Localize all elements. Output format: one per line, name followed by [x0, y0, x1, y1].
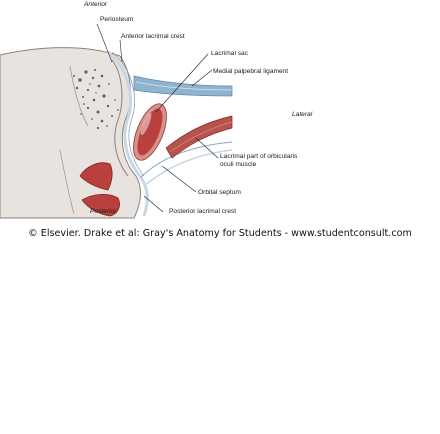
label-lateral: Lateral: [292, 111, 313, 118]
leader-posterior-lacrimal-crest: [143, 195, 164, 213]
leader-medial-palpebral-ligament: [191, 69, 213, 87]
labels: Anterior Periosteum Anterior lacrimal cr…: [83, 1, 313, 215]
leader-periosteum: [96, 23, 113, 63]
label-orbital-septum: Orbital septum: [198, 189, 241, 196]
lacrimal-sac-highlight: [140, 112, 152, 136]
lacrimal-sac-body: [137, 108, 163, 156]
label-anterior: Anterior: [83, 1, 108, 8]
label-posterior: Posterior: [90, 208, 117, 215]
leader-lines: [96, 23, 219, 213]
orbital-septum-line-2: [143, 149, 233, 187]
label-posterior-lacrimal-crest: Posterior lacrimal crest: [169, 208, 236, 215]
label-periosteum: Periosteum: [100, 16, 134, 23]
periosteum-line: [107, 50, 149, 217]
periosteum-layer: [107, 50, 233, 217]
orbicularis-muscle-band: [165, 115, 233, 159]
bone-region: [0, 47, 141, 219]
ligament-band: [133, 75, 233, 97]
leader-orbital-septum: [161, 165, 197, 193]
copyright-credit: © Elsevier. Drake et al: Gray's Anatomy …: [28, 228, 412, 239]
label-lacrimal-part-orbicularis-2: oculi muscle: [220, 161, 257, 168]
label-lacrimal-sac: Lacrimal sac: [211, 50, 249, 57]
label-medial-palpebral-ligament: Medial palpebral ligament: [213, 68, 288, 75]
bone-speckles: [73, 69, 119, 130]
ethmoid-air-cell-upper: [79, 162, 113, 191]
cortical-bone-line-inner: [69, 65, 89, 127]
leader-lacrimal-part-orbicularis: [195, 137, 219, 159]
orbicularis-fiber: [169, 121, 233, 153]
bone-ridge-left: [59, 149, 75, 215]
leader-lacrimal-sac: [155, 53, 209, 113]
label-anterior-lacrimal-crest: Anterior lacrimal crest: [121, 33, 185, 40]
lacrimal-sac: [133, 103, 167, 161]
cortical-bone-line: [111, 59, 129, 177]
leader-anterior-lacrimal-crest: [119, 39, 123, 63]
label-lacrimal-part-orbicularis-1: Lacrimal part of orbicularis: [220, 153, 298, 160]
medial-palpebral-ligament: [133, 75, 233, 97]
ethmoid-air-cell-lower: [81, 194, 120, 217]
bone-shape: [0, 47, 141, 219]
ligament-fiber: [135, 81, 233, 91]
periosteum-edge: [111, 51, 145, 177]
orbicularis-lacrimal-part: [165, 115, 233, 159]
